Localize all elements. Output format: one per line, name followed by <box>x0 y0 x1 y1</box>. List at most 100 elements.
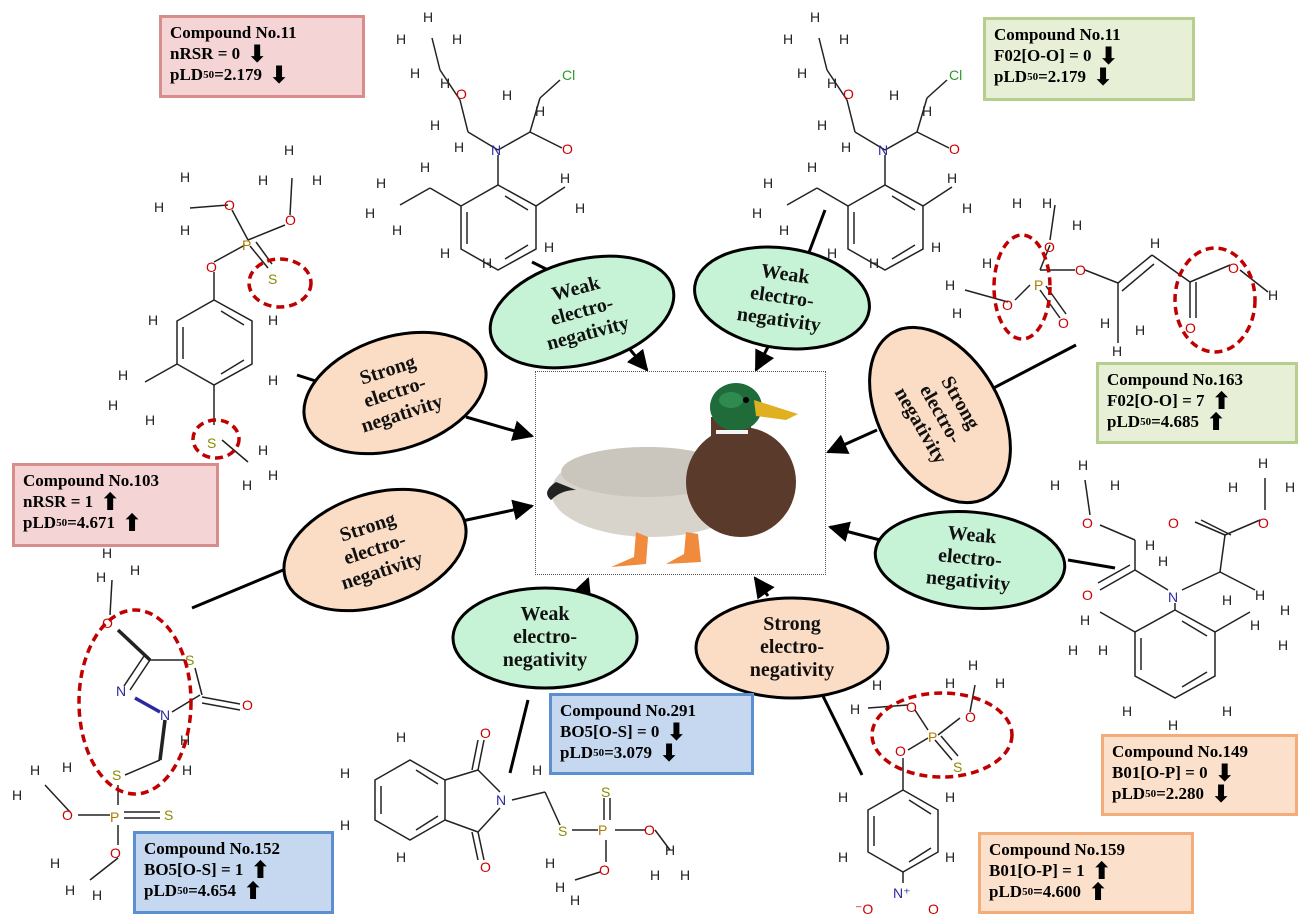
atom-label-h: H <box>376 175 386 191</box>
atom-label-h: H <box>452 31 462 47</box>
bond-line <box>1194 521 1226 536</box>
bond-line <box>465 415 535 441</box>
bond-line <box>213 244 246 263</box>
bond-line <box>289 177 293 216</box>
bond-line <box>220 310 245 326</box>
atom-label-h: H <box>783 31 793 47</box>
atom-label-h: H <box>841 139 851 155</box>
atom-label-h: H <box>1135 322 1145 338</box>
atom-label-h: H <box>180 732 190 748</box>
bond-line <box>431 37 441 71</box>
atom-label-h: H <box>1280 602 1290 618</box>
bond-line <box>908 847 932 863</box>
atom-label-h: H <box>1098 642 1108 658</box>
bond-line <box>1117 254 1153 284</box>
molecule-left-bottom <box>44 579 241 881</box>
bond-line <box>444 769 479 781</box>
atom-label-p: P <box>928 729 937 745</box>
molecule-right-top <box>964 204 1269 343</box>
highlight-rings-3 <box>77 608 193 796</box>
atom-label-h: H <box>1222 592 1232 608</box>
bond-line <box>144 363 178 383</box>
bond-line <box>934 739 953 761</box>
atom-label-h: H <box>968 657 978 673</box>
atom-label-h: H <box>575 200 585 216</box>
atom-label-o: O <box>1058 315 1069 331</box>
atom-label-h: H <box>555 879 565 895</box>
atom-label-h: H <box>817 117 827 133</box>
atom-label-h: H <box>1042 195 1052 211</box>
atom-label-s: S <box>953 759 962 775</box>
atom-label-o: O <box>1082 515 1093 531</box>
atom-label-h: H <box>340 765 350 781</box>
atom-label-h: H <box>1150 235 1160 251</box>
arrow-down-icon: ⬇ <box>1098 41 1119 70</box>
atom-label-h: H <box>807 159 817 175</box>
bond-line <box>460 184 537 271</box>
bond-line <box>439 69 461 101</box>
bond-line <box>1189 264 1231 283</box>
atom-label-h: H <box>410 65 420 81</box>
atom-label-n: N <box>878 142 888 158</box>
atom-label-h: H <box>1012 195 1022 211</box>
bond-line <box>1099 569 1136 591</box>
bond-line <box>1134 569 1169 591</box>
molecule-top-right <box>786 37 953 271</box>
atom-label-o: O <box>949 141 960 157</box>
atom-label-h: H <box>931 239 941 255</box>
atom-label-h: H <box>1078 457 1088 473</box>
bond-line <box>1219 571 1256 591</box>
atom-label-h: H <box>454 139 464 155</box>
molecule-left-top <box>144 177 293 463</box>
bond-line <box>786 187 818 206</box>
atom-label-h: H <box>1258 455 1268 471</box>
atom-label-h: H <box>544 239 554 255</box>
bond-line <box>247 224 286 241</box>
arrow-up-icon: ⬆ <box>1088 877 1109 906</box>
atom-label-h: H <box>962 200 972 216</box>
arrow-down-icon: ⬇ <box>1214 758 1235 787</box>
molecule-right-middle <box>1084 478 1266 699</box>
atom-label-h: H <box>838 789 848 805</box>
atom-label-h: H <box>545 855 555 871</box>
atom-label-h: H <box>423 9 433 25</box>
atom-label-h: H <box>922 103 932 119</box>
bond-line <box>171 694 201 713</box>
bond-line <box>477 769 501 793</box>
bond-line <box>461 499 535 523</box>
atom-label-h: H <box>102 545 112 561</box>
bond-line <box>1084 269 1119 284</box>
bond-line <box>511 791 546 801</box>
bond-line <box>471 831 479 861</box>
atom-label-p: P <box>1034 277 1043 293</box>
atom-label-s: S <box>164 807 173 823</box>
atom-label-h: H <box>1285 479 1295 495</box>
arrow-up-icon: ⬆ <box>122 508 143 537</box>
atom-label-s: S <box>558 823 567 839</box>
bond-line <box>123 655 145 687</box>
bond-line <box>1084 479 1091 516</box>
bond-line <box>477 739 485 771</box>
bond-line <box>1181 571 1221 591</box>
atom-label-h: H <box>1145 537 1155 553</box>
atom-label-h: H <box>1255 587 1265 603</box>
bond-line <box>189 204 229 209</box>
atom-label-h: H <box>952 305 962 321</box>
atom-label-h: H <box>779 222 789 238</box>
atom-label-h: H <box>872 677 882 693</box>
atom-label-h: H <box>1122 703 1132 719</box>
atom-label-o: O <box>62 807 73 823</box>
arrow-up-icon: ⬆ <box>1211 386 1232 415</box>
atom-label-h: H <box>752 205 762 221</box>
atom-label-o: O <box>456 86 467 102</box>
ellipse-shapes <box>282 245 1067 700</box>
bond-line <box>158 719 167 761</box>
strong-ellipse-right <box>868 325 1012 505</box>
